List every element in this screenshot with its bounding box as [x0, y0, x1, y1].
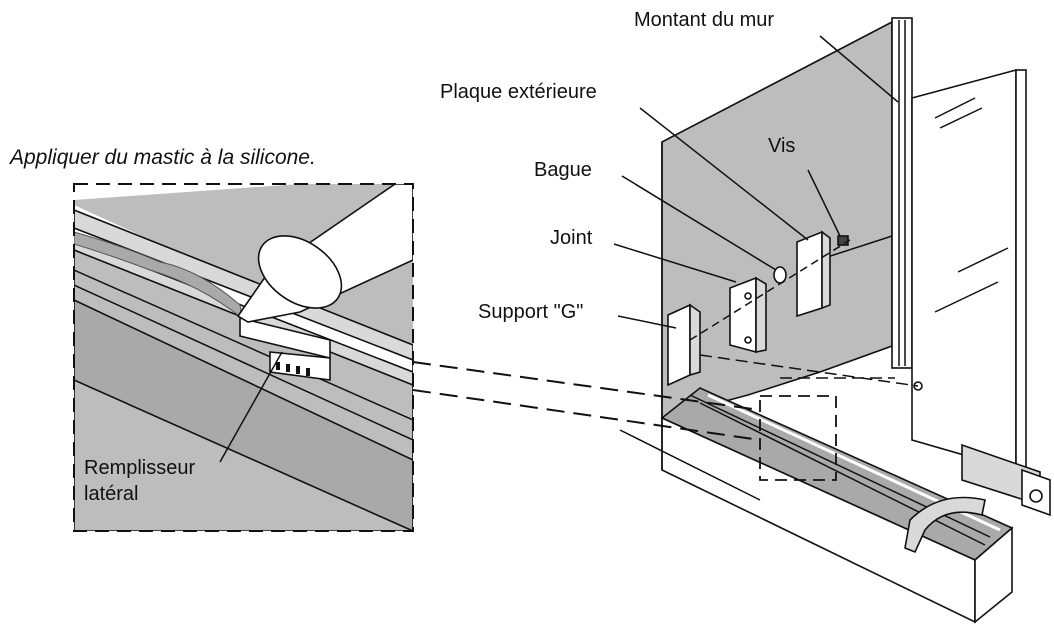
glass-reflection-2 [939, 107, 983, 129]
label-outer-plate: Plaque extérieure [440, 81, 597, 103]
glass-reflection-3 [934, 281, 999, 313]
floor-line [619, 429, 761, 501]
g-bracket [667, 303, 701, 387]
leader-seal [613, 243, 737, 283]
glass-reflection-1 [934, 97, 976, 119]
label-wall-stud: Montant du mur [634, 9, 774, 31]
leader-screw [807, 169, 841, 237]
leader-g-bracket [617, 315, 677, 329]
assembly-axis [689, 239, 851, 341]
glass-panel [911, 68, 1017, 472]
label-side-filler-1: Remplisseur [84, 457, 195, 479]
label-screw: Vis [768, 135, 795, 157]
screw-part [837, 235, 849, 246]
hidden-line-2 [699, 354, 919, 387]
sill-end [974, 526, 1013, 624]
text-labels: Appliquer du mastic à la silicone. Monta… [8, 9, 795, 505]
detail-inset-border [73, 183, 414, 532]
track-line-2 [699, 402, 986, 546]
side-filler-slots [276, 362, 310, 376]
main-assembly [619, 17, 1051, 624]
detail-inset [73, 183, 414, 532]
label-seal: Joint [550, 227, 593, 249]
seal-gasket [729, 276, 767, 354]
outer-plate [796, 230, 831, 318]
leader-outer-plate [639, 107, 809, 241]
wall-stud-profile [891, 17, 913, 369]
callout-connector-top [412, 361, 761, 411]
label-g-bracket: Support "G" [478, 301, 583, 323]
label-side-filler-2: latéral [84, 483, 138, 505]
leader-wall-stud [819, 35, 899, 103]
leader-lines [613, 35, 899, 329]
callout-connector-bottom [412, 389, 761, 441]
glass-reflection-4 [957, 247, 1009, 273]
detail-callout-box [759, 395, 837, 481]
leader-ring [621, 175, 777, 271]
label-ring: Bague [534, 159, 592, 181]
door-post [1015, 69, 1027, 471]
hinge-screw [1029, 489, 1043, 503]
caption-text: Appliquer du mastic à la silicone. [8, 146, 316, 169]
leader-side-filler [219, 351, 283, 463]
tape-strip [904, 496, 986, 554]
